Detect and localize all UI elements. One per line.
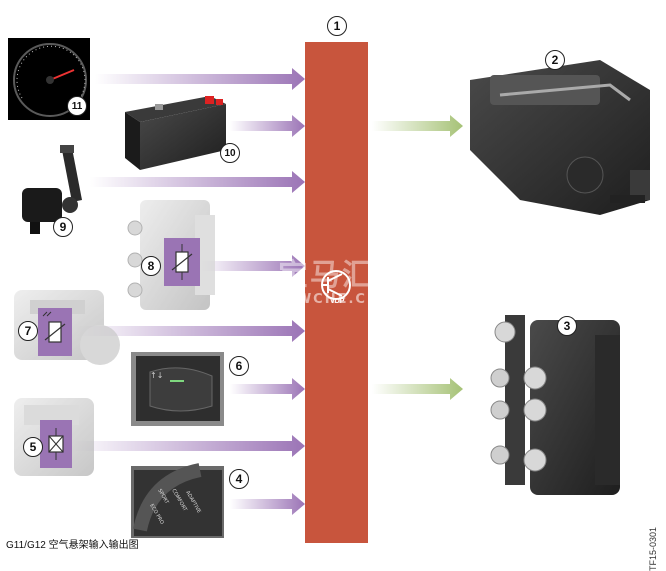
watermark-logo: 宝马汇 xyxy=(278,258,374,293)
input-arrow-10 xyxy=(230,115,305,137)
output-arrows xyxy=(372,115,463,400)
air-suspension-diagram: ↑↓ SPORT COMFORT ECO PRO ADAPTIVE xyxy=(6,16,658,571)
input-arrow-4 xyxy=(230,493,305,515)
pressure-sensor-symbol-8 xyxy=(164,238,200,286)
callout-11: 11 xyxy=(67,96,87,116)
diagram-caption: G11/G12 空气悬架输入输出图 xyxy=(6,540,139,551)
svg-text:↑↓: ↑↓ xyxy=(150,371,163,380)
diagram-canvas: ↑↓ SPORT COMFORT ECO PRO ADAPTIVE xyxy=(8,38,650,543)
input-arrows xyxy=(70,68,305,515)
callout-1: 1 xyxy=(327,16,347,36)
input-arrow-7 xyxy=(75,320,305,342)
solenoid-valve-symbol-5 xyxy=(40,420,72,468)
callout-9: 9 xyxy=(53,217,73,237)
callout-4: 4 xyxy=(229,469,249,489)
input-arrow-5 xyxy=(70,435,305,457)
callout-6: 6 xyxy=(229,356,249,376)
input-arrow-8 xyxy=(200,255,305,277)
air-supply-unit-image-2 xyxy=(470,60,650,215)
callout-3: 3 xyxy=(557,316,577,336)
control-panel-image-6: ↑↓ xyxy=(131,352,224,426)
battery-image xyxy=(125,96,226,170)
callout-7: 7 xyxy=(18,321,38,341)
callout-10: 10 xyxy=(220,143,240,163)
driving-mode-switch-image-4: SPORT COMFORT ECO PRO ADAPTIVE xyxy=(131,463,224,538)
input-arrow-6 xyxy=(230,378,305,400)
output-arrow-2 xyxy=(372,115,463,137)
callout-8: 8 xyxy=(141,256,161,276)
valve-block-image-3 xyxy=(490,315,620,495)
temperature-sensor-symbol-7 xyxy=(38,308,72,356)
callout-5: 5 xyxy=(23,437,43,457)
callout-2: 2 xyxy=(545,50,565,70)
height-sensor-image xyxy=(22,145,82,234)
document-id: TF15-0301 xyxy=(648,527,658,571)
output-arrow-3 xyxy=(372,378,463,400)
watermark-url: BMWCHE.CN xyxy=(270,292,380,307)
input-arrow-9 xyxy=(90,171,305,193)
central-unit-label: VDP xyxy=(330,298,345,305)
transistor-symbol-icon xyxy=(321,270,351,300)
input-arrow-11 xyxy=(95,68,305,90)
